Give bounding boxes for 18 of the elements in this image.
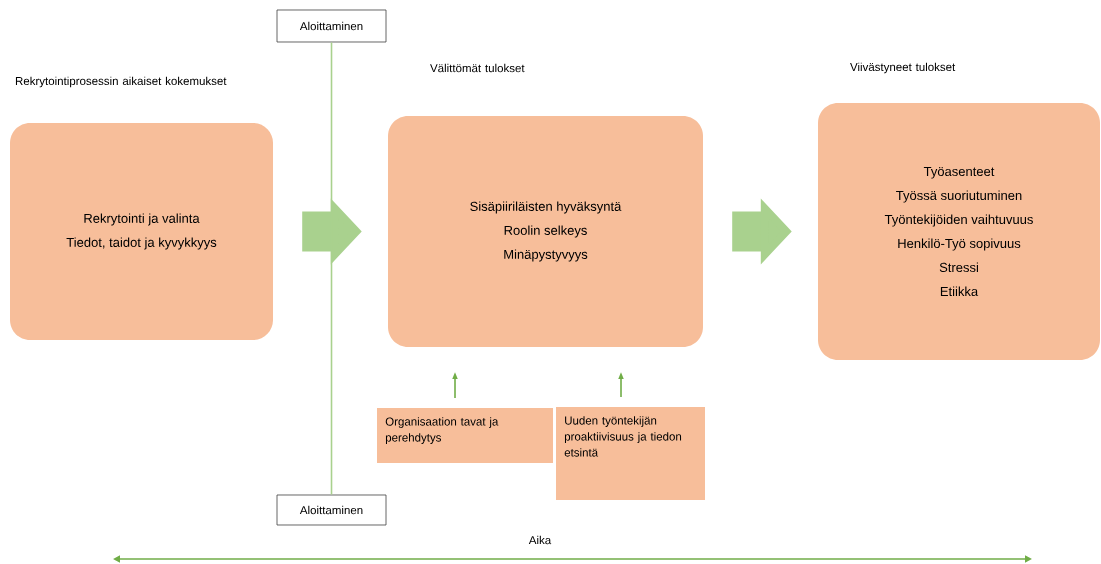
connector-line: [330, 41, 333, 496]
node-label: Työssä suoriutuminen: [896, 190, 1022, 203]
note-box: Organisaation tavat ja perehdytys: [377, 408, 553, 463]
rounded-box: Sisäpiiriläisten hyväksyntä Roolin selkeys Minäpystyvyys: [388, 116, 703, 347]
note-box: Uuden työntekijän proaktiivisuus ja tiedon etsintä: [556, 407, 705, 500]
rounded-box: Rekrytointi ja valinta Tiedot, taidot ja kyvykkyys: [10, 123, 273, 340]
node-label: Työntekijöiden vaihtuvuus: [884, 214, 1033, 227]
axis-label: Aika: [528, 535, 552, 545]
node-label: Stressi: [939, 262, 978, 273]
label-box: Aloittaminen: [276, 494, 387, 526]
node-label: Henkilö-Työ sopivuus: [898, 238, 1021, 251]
heading: Välittömät tulokset: [430, 63, 525, 73]
label-box: Aloittaminen: [276, 9, 387, 43]
node-label: Työasenteet: [923, 166, 995, 179]
heading: Rekrytointiprosessin aikaiset kokemukset: [15, 76, 227, 88]
rounded-box: Työasenteet Työssä suoriutuminen Työntekijöiden vaihtuvuus Henkilö-Työ sopivuus Stressi Etiikka: [818, 103, 1100, 360]
heading: Viivästyneet tulokset: [850, 62, 956, 74]
node-label: Etiikka: [940, 286, 979, 297]
